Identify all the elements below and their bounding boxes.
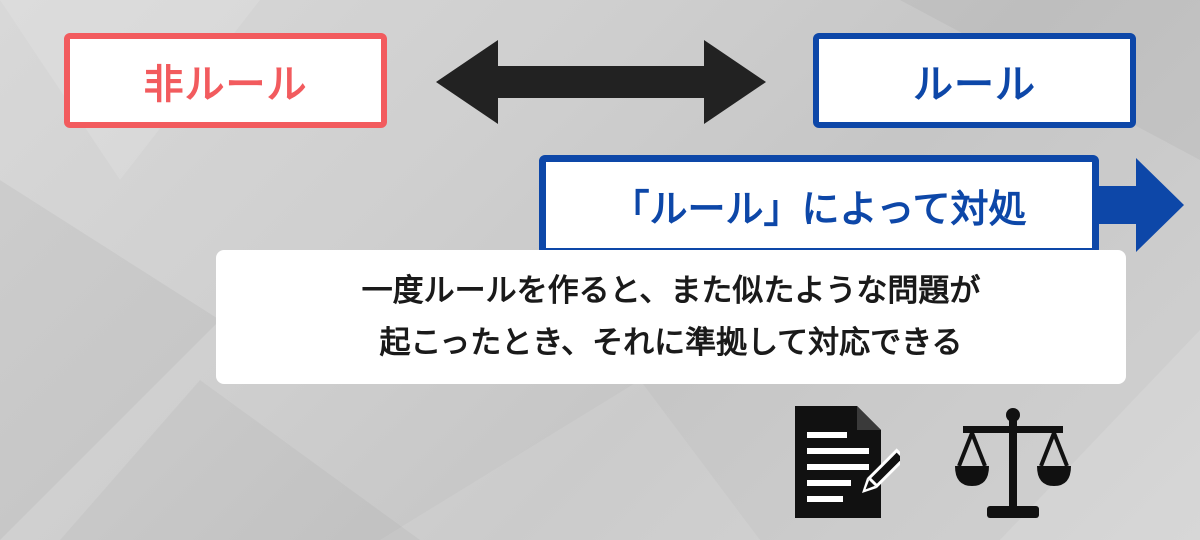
- explanation-line-2: 起こったとき、それに準拠して対応できる: [379, 325, 963, 361]
- non-rule-label: 非ルール: [143, 61, 308, 108]
- rule-handling-callout: 「ルール」によって対処: [539, 155, 1099, 255]
- balance-scale-icon: [955, 408, 1071, 518]
- explanation-line-1: 一度ルールを作ると、また似たような問題が: [361, 273, 981, 309]
- document-with-pen-icon: [795, 406, 900, 518]
- rule-box: ルール: [813, 33, 1136, 128]
- explanation-box: 一度ルールを作ると、また似たような問題が 起こったとき、それに準拠して対応できる: [216, 250, 1126, 384]
- right-arrow-icon: [1080, 158, 1184, 252]
- non-rule-box: 非ルール: [64, 33, 387, 128]
- callout-label: 「ルール」によって対処: [611, 186, 1027, 231]
- rule-label: ルール: [913, 61, 1036, 108]
- double-headed-arrow-icon: [436, 40, 766, 124]
